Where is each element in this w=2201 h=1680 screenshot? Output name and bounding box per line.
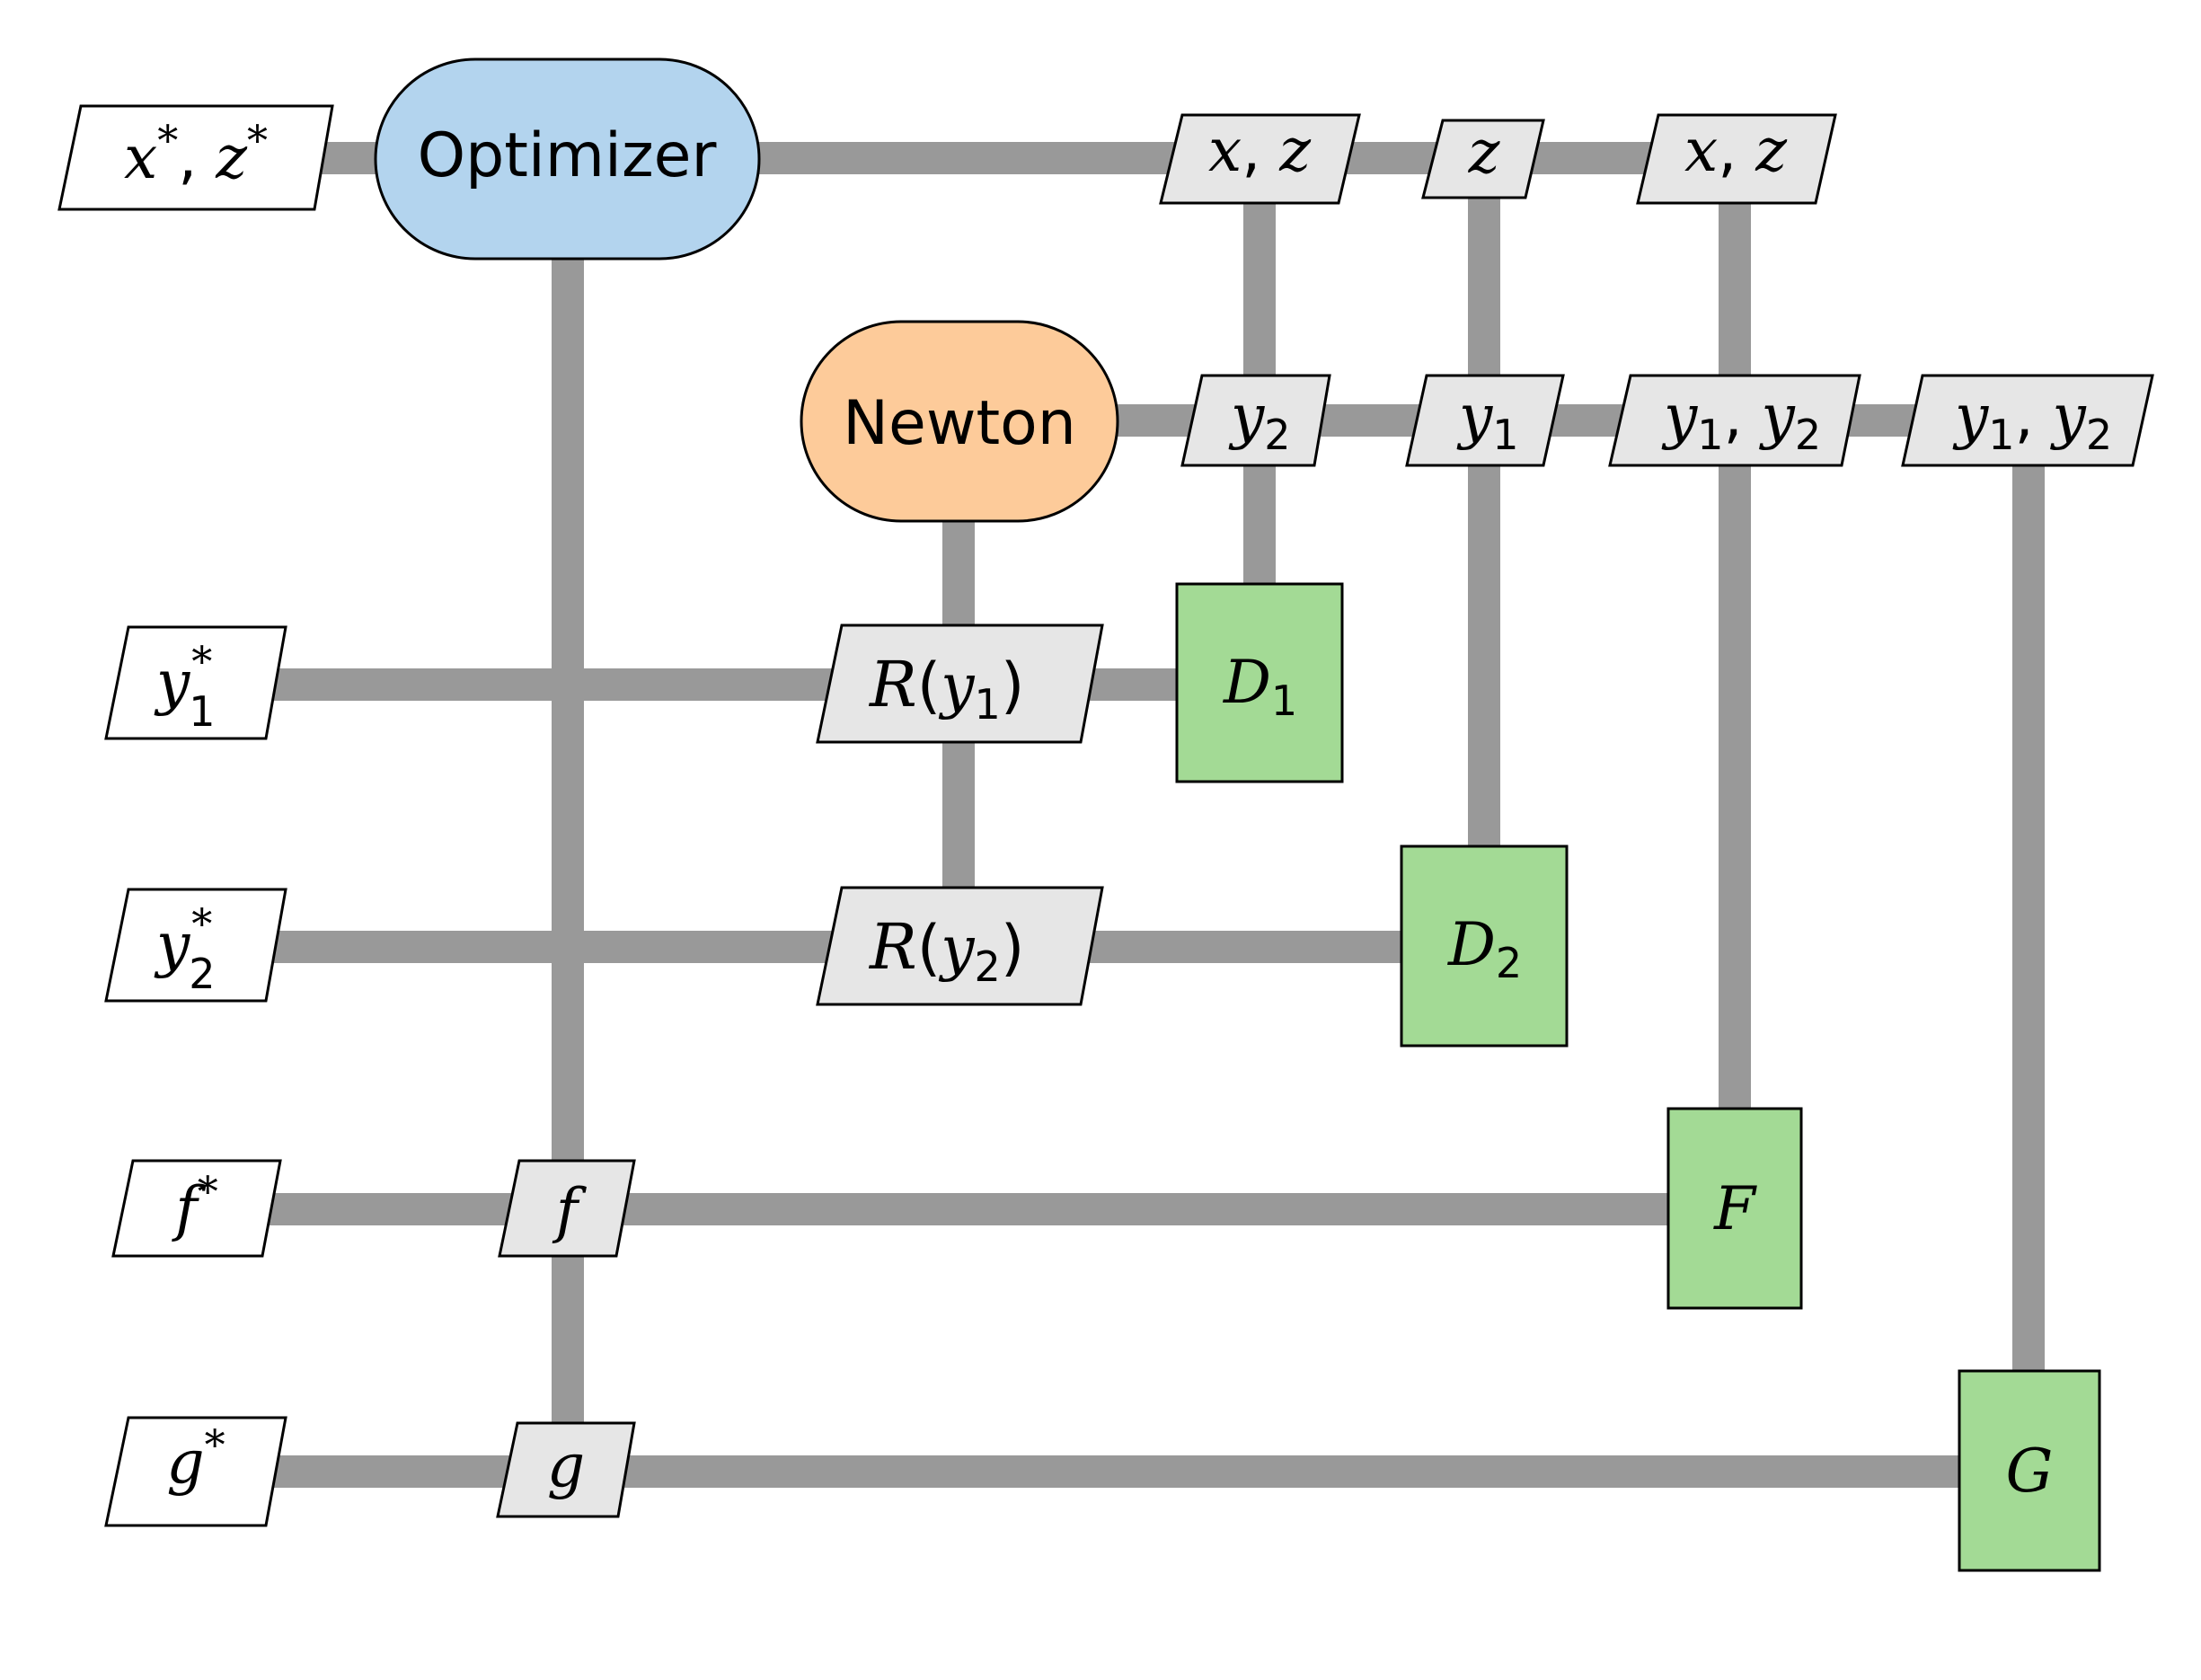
svg-text:F: F bbox=[1713, 1174, 1757, 1243]
svg-text:D1: D1 bbox=[1223, 648, 1297, 725]
svg-text:y2: y2 bbox=[1228, 382, 1291, 459]
discipline-f[interactable]: F bbox=[1666, 1107, 1803, 1310]
var-y12-g: y1, y2 bbox=[1901, 374, 2154, 467]
svg-text:y1: y1 bbox=[1456, 382, 1519, 459]
output-g: g bbox=[496, 1421, 636, 1518]
svg-text:x, z: x, z bbox=[1684, 116, 1788, 185]
newton-label: Newton bbox=[843, 388, 1076, 459]
discipline-d2[interactable]: D2 bbox=[1400, 844, 1569, 1048]
svg-text:g: g bbox=[547, 1431, 585, 1500]
svg-text:x, z: x, z bbox=[1208, 116, 1312, 185]
residual-r-y1: R(y1) bbox=[816, 623, 1104, 744]
input-y2-star: y*2 bbox=[104, 888, 287, 1003]
svg-text:y1, y2: y1, y2 bbox=[1952, 382, 2112, 459]
svg-text:y1, y2: y1, y2 bbox=[1661, 382, 1821, 459]
optimizer-node[interactable]: Optimizer bbox=[374, 57, 761, 261]
input-g-star: g* bbox=[104, 1416, 287, 1527]
input-f-star: f* bbox=[111, 1159, 282, 1258]
input-xz-star: x*, z* bbox=[57, 104, 334, 211]
svg-text:y*1: y*1 bbox=[154, 637, 216, 736]
var-z-d2: z bbox=[1421, 118, 1545, 199]
output-f: f bbox=[498, 1159, 636, 1258]
svg-text:g*: g* bbox=[166, 1420, 225, 1497]
discipline-d1[interactable]: D1 bbox=[1175, 582, 1344, 783]
residual-r-y2: R(y2) bbox=[816, 886, 1104, 1006]
svg-text:G: G bbox=[2006, 1437, 2054, 1506]
svg-text:R(y1): R(y1) bbox=[868, 648, 1024, 729]
svg-text:D2: D2 bbox=[1447, 910, 1522, 987]
var-y2-d1: y2 bbox=[1180, 374, 1331, 467]
newton-node[interactable]: Newton bbox=[800, 320, 1119, 523]
input-y1-star: y*1 bbox=[104, 625, 287, 740]
var-xz-f: x, z bbox=[1636, 113, 1837, 205]
svg-text:R(y2): R(y2) bbox=[868, 910, 1024, 991]
svg-text:x*, z*: x*, z* bbox=[124, 116, 268, 192]
svg-text:z: z bbox=[1468, 118, 1501, 187]
var-y12-f: y1, y2 bbox=[1608, 374, 1861, 467]
optimizer-label: Optimizer bbox=[418, 120, 717, 191]
var-xz-d1: x, z bbox=[1159, 113, 1361, 205]
svg-text:y*2: y*2 bbox=[154, 899, 216, 998]
discipline-g[interactable]: G bbox=[1958, 1369, 2101, 1572]
var-y1-d2: y1 bbox=[1405, 374, 1565, 467]
